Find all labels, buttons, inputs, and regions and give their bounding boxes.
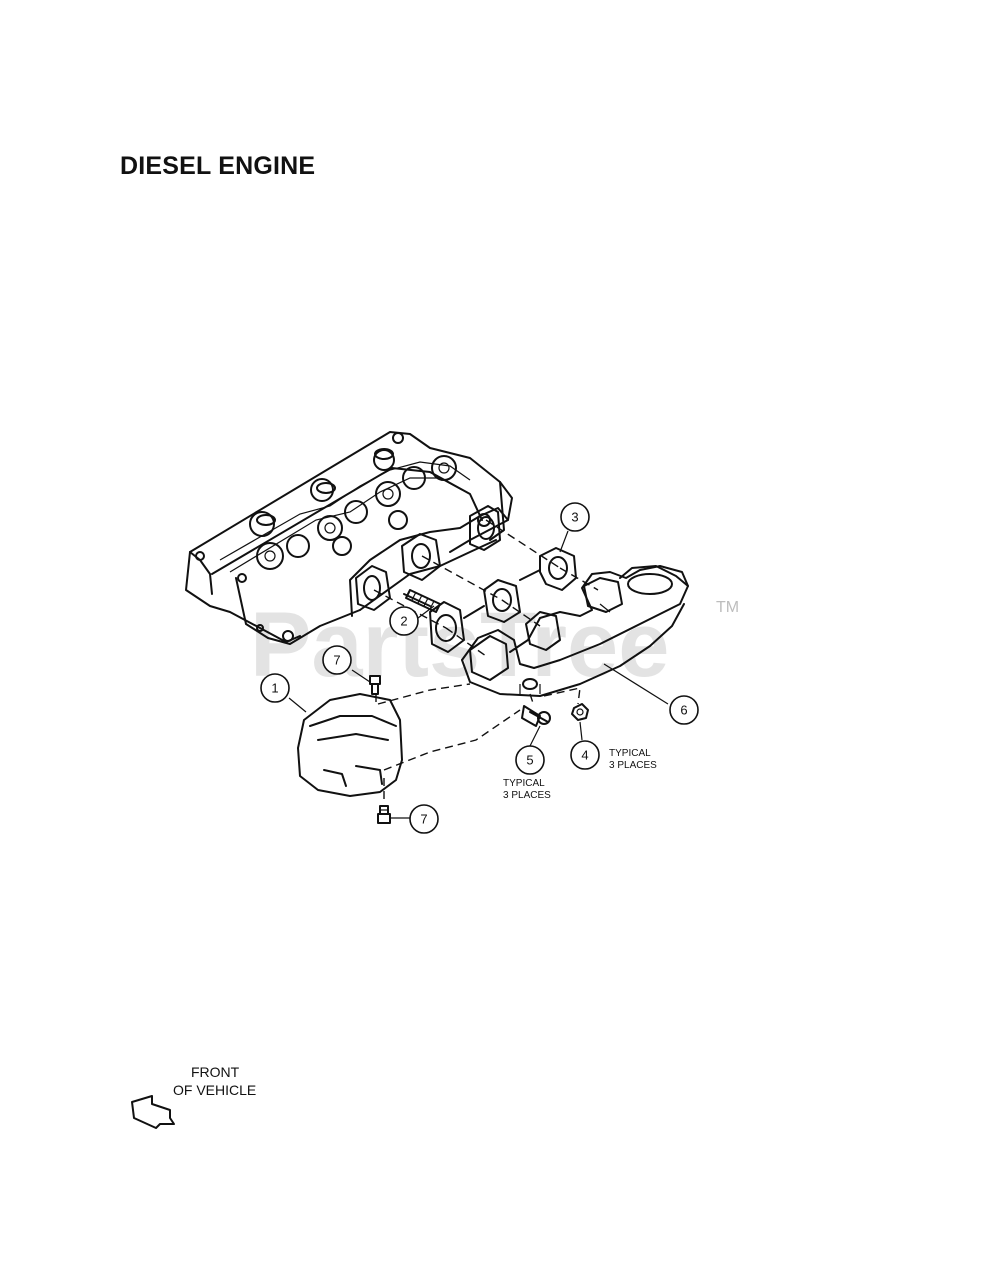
svg-text:3: 3: [571, 510, 578, 525]
page-title: DIESEL ENGINE: [120, 152, 316, 180]
front-label: FRONT: [191, 1064, 240, 1080]
exhaust-manifold: [461, 565, 689, 697]
svg-text:7: 7: [333, 653, 340, 668]
callout-1: 1: [260, 673, 290, 703]
svg-text:4: 4: [581, 748, 588, 763]
manifold-bolt: [521, 705, 551, 727]
manifold-nut: [571, 703, 589, 721]
alignment-lines: [373, 519, 599, 804]
heat-shield-bolt-top: [369, 675, 381, 695]
leader-lines: [288, 530, 669, 819]
callout-5: 5: [515, 745, 545, 775]
heat-shield-bolt-bottom: [377, 805, 391, 824]
callout-7-top: 7: [322, 645, 352, 675]
svg-text:2: 2: [400, 614, 407, 629]
callout-4: 4: [570, 740, 600, 770]
callout-6: 6: [669, 695, 699, 725]
exhaust-stud: [403, 589, 441, 613]
svg-text:1: 1: [271, 681, 278, 696]
callout-2: 2: [389, 606, 419, 636]
callout-3: 3: [560, 502, 590, 532]
note-places-4: 3 PLACES: [609, 760, 657, 771]
callout-7-bottom: 7: [409, 804, 439, 834]
svg-text:6: 6: [680, 703, 687, 718]
svg-text:7: 7: [420, 812, 427, 827]
watermark-tm: TM: [716, 599, 739, 616]
note-typical-4: TYPICAL: [609, 748, 651, 759]
note-typical-5: TYPICAL: [503, 778, 545, 789]
exhaust-gaskets: [429, 547, 577, 653]
front-label-2: OF VEHICLE: [173, 1082, 256, 1098]
note-places-5: 3 PLACES: [503, 790, 551, 801]
svg-text:5: 5: [526, 753, 533, 768]
front-arrow-icon: [131, 1095, 175, 1129]
heat-shield: [297, 693, 403, 797]
